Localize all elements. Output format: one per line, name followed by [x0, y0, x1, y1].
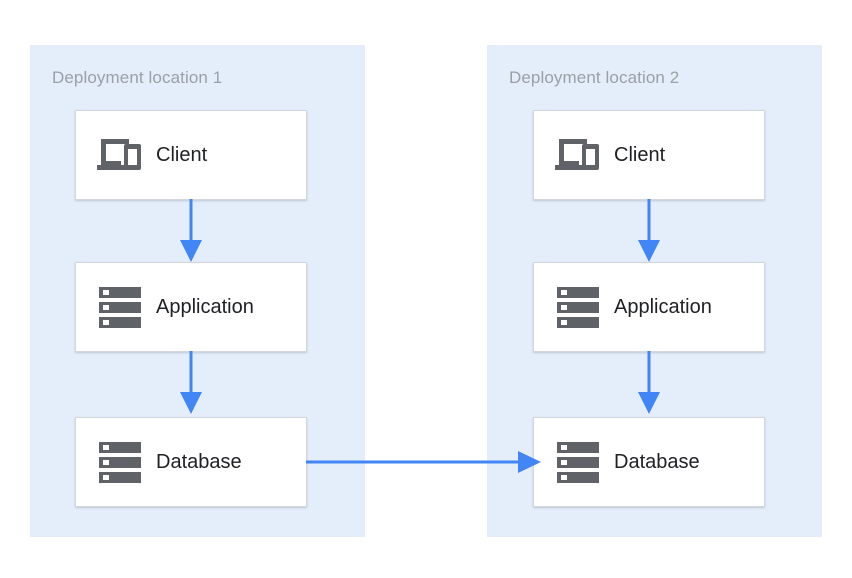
server-icon: [92, 441, 148, 483]
node-application-2-label: Application: [614, 296, 712, 318]
node-database-2-label: Database: [614, 451, 700, 473]
devices-icon: [92, 136, 148, 174]
server-icon: [550, 286, 606, 328]
arrow-application-1-to-database-1: [180, 351, 202, 414]
arrow-client-1-to-application-1: [180, 199, 202, 262]
zone-2-label: Deployment location 2: [509, 68, 680, 87]
node-database-1[interactable]: Database: [75, 417, 307, 507]
arrow-client-2-to-application-2: [638, 199, 660, 262]
node-application-1-label: Application: [156, 296, 254, 318]
node-client-1[interactable]: Client: [75, 110, 307, 200]
node-database-1-label: Database: [156, 451, 242, 473]
arrow-application-2-to-database-2: [638, 351, 660, 414]
node-client-2-label: Client: [614, 144, 666, 166]
node-application-2[interactable]: Application: [533, 262, 765, 352]
server-icon: [92, 286, 148, 328]
arrow-database-1-to-database-2: [306, 451, 541, 473]
server-icon: [550, 441, 606, 483]
node-database-2[interactable]: Database: [533, 417, 765, 507]
devices-icon: [550, 136, 606, 174]
node-client-1-label: Client: [156, 144, 208, 166]
zone-1-label: Deployment location 1: [52, 68, 223, 87]
node-client-2[interactable]: Client: [533, 110, 765, 200]
node-application-1[interactable]: Application: [75, 262, 307, 352]
